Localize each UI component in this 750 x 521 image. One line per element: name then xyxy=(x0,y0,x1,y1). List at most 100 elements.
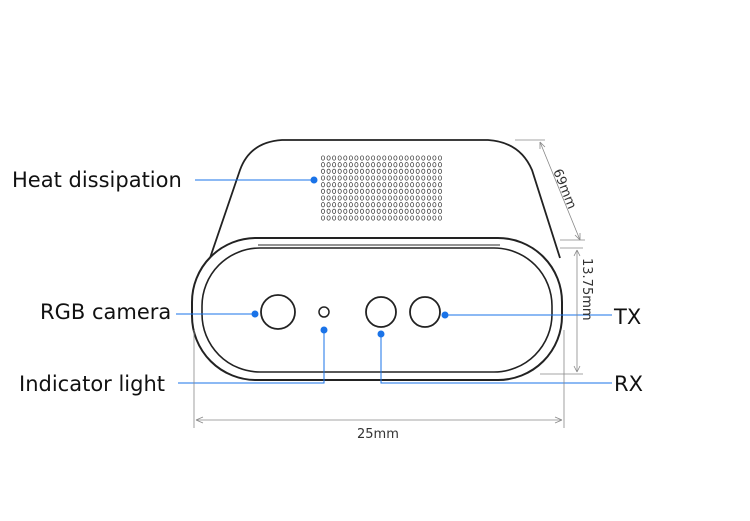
vent-hole xyxy=(393,175,398,181)
vent-hole xyxy=(393,168,398,174)
vent-hole xyxy=(332,182,337,188)
vent-hole xyxy=(321,182,325,188)
dimension-height-label: 13.75mm xyxy=(579,258,594,321)
vent-hole xyxy=(354,188,359,194)
vent-hole xyxy=(432,168,437,174)
vent-hole xyxy=(348,202,353,208)
vent-hole xyxy=(354,155,359,161)
vent-hole xyxy=(365,155,370,161)
rx-sensor xyxy=(365,296,397,328)
vent-hole xyxy=(326,195,331,201)
vent-hole xyxy=(399,162,403,168)
vent-hole xyxy=(343,182,348,188)
callout-rgb-camera xyxy=(176,310,259,318)
vent-hole xyxy=(399,208,403,214)
label-tx: TX xyxy=(613,305,641,329)
dimension-width-label: 25mm xyxy=(357,427,399,442)
vent-hole xyxy=(410,182,415,188)
vent-hole xyxy=(382,208,387,214)
vent-hole xyxy=(421,215,426,221)
dimension-depth-label: 69mm xyxy=(549,167,579,211)
vent-hole xyxy=(332,155,337,161)
vent-hole xyxy=(438,162,442,168)
vent-hole xyxy=(382,175,387,181)
vent-hole xyxy=(421,155,426,161)
vent-hole xyxy=(326,188,331,194)
vent-hole xyxy=(415,182,420,188)
vent-hole xyxy=(365,168,370,174)
vent-hole xyxy=(321,195,325,201)
vent-hole xyxy=(360,195,364,201)
vent-hole xyxy=(382,162,387,168)
vent-hole xyxy=(426,202,431,208)
vent-hole xyxy=(326,155,331,161)
vent-hole xyxy=(426,168,431,174)
vent-hole xyxy=(393,155,398,161)
vent-hole xyxy=(410,168,415,174)
vent-hole xyxy=(360,155,364,161)
vent-hole xyxy=(438,155,442,161)
vent-hole xyxy=(326,175,331,181)
dimension-width xyxy=(193,330,565,428)
vent-hole xyxy=(382,188,387,194)
vent-hole xyxy=(415,162,420,168)
vent-hole xyxy=(326,208,331,214)
vent-hole xyxy=(332,162,337,168)
vent-hole xyxy=(415,168,420,174)
vent-hole xyxy=(438,175,442,181)
vent-hole xyxy=(321,162,325,168)
vent-hole xyxy=(410,155,415,161)
vent-hole xyxy=(343,155,348,161)
vent-hole xyxy=(432,188,437,194)
vent-hole xyxy=(382,195,387,201)
vent-hole xyxy=(387,182,392,188)
vent-hole xyxy=(343,175,348,181)
dimension-height xyxy=(540,247,583,375)
vent-hole xyxy=(382,202,387,208)
vent-hole xyxy=(387,202,392,208)
vent-hole xyxy=(337,188,342,194)
vent-hole xyxy=(321,168,325,174)
vent-hole xyxy=(354,162,359,168)
vent-hole xyxy=(387,175,392,181)
vent-hole xyxy=(387,162,392,168)
vent-hole xyxy=(399,202,403,208)
vent-hole xyxy=(354,202,359,208)
vent-hole xyxy=(393,208,398,214)
vent-hole xyxy=(360,215,364,221)
vent-hole xyxy=(387,188,392,194)
vent-hole xyxy=(404,215,409,221)
vent-hole xyxy=(376,168,381,174)
vent-hole xyxy=(376,215,381,221)
vent-hole xyxy=(326,215,331,221)
vent-hole xyxy=(360,162,364,168)
vent-hole xyxy=(432,195,437,201)
vent-hole xyxy=(382,182,387,188)
vent-hole xyxy=(404,202,409,208)
callout-indicator-light xyxy=(178,326,328,384)
vent-hole xyxy=(404,155,409,161)
vent-hole xyxy=(421,182,426,188)
vent-hole xyxy=(360,208,364,214)
vent-hole xyxy=(376,195,381,201)
vent-hole xyxy=(432,215,437,221)
vent-hole xyxy=(421,208,426,214)
vent-hole xyxy=(337,215,342,221)
vent-hole xyxy=(371,162,376,168)
vent-hole xyxy=(438,208,442,214)
vent-hole xyxy=(371,195,376,201)
vent-hole xyxy=(326,168,331,174)
vent-hole xyxy=(332,175,337,181)
vent-hole xyxy=(343,202,348,208)
vent-hole xyxy=(387,155,392,161)
vent-hole xyxy=(415,202,420,208)
vent-hole xyxy=(432,182,437,188)
vent-hole xyxy=(337,168,342,174)
vent-hole xyxy=(421,195,426,201)
vent-hole xyxy=(432,208,437,214)
vent-hole xyxy=(348,168,353,174)
vent-hole xyxy=(426,215,431,221)
vent-hole xyxy=(371,182,376,188)
vent-hole xyxy=(399,195,403,201)
vent-hole xyxy=(393,215,398,221)
